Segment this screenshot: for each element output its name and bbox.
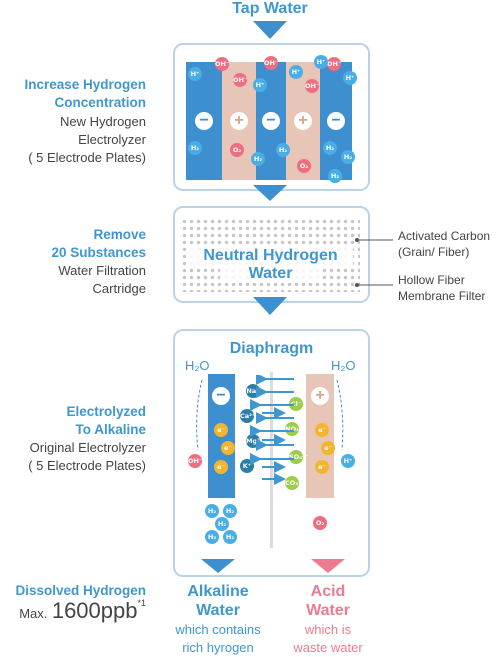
hydrogen-molecule-icon: H₂ (223, 530, 237, 544)
ion-flow-arrows-icon (250, 375, 294, 485)
tap-water-label: Tap Water (232, 0, 308, 17)
h2o-left-label: H₂O (185, 358, 210, 373)
dissolved-hydrogen-title: Dissolved Hydrogen (15, 583, 146, 598)
oxygen-molecule-icon: O₂ (230, 143, 244, 157)
flow-arrow-down-icon (253, 297, 287, 315)
alkaline-outflow-arrow-icon (201, 559, 235, 573)
max-note: *1 (137, 598, 146, 608)
minus-icon: − (262, 112, 280, 130)
hydrogen-ion-icon: H⁺ (289, 65, 303, 79)
alkaline-desc-line2: rich hyrogen (182, 640, 254, 655)
dissolved-hydrogen-value: Max. 1600ppb*1 (0, 598, 146, 624)
step1-desc-line1: New Hydrogen (60, 114, 146, 129)
alkaline-desc-line1: which contains (175, 622, 261, 637)
hydroxide-ion-icon: OH⁻ (233, 73, 247, 87)
plus-icon: + (230, 112, 248, 130)
oxygen-molecule-icon: O₂ (313, 516, 327, 530)
step3-desc-line2: ( 5 Electrode Plates) (28, 458, 146, 473)
hydrogen-molecule-icon: H₂ (205, 530, 219, 544)
hydroxide-ion-icon: OH⁻ (215, 57, 229, 71)
electron-icon: e⁻ (321, 441, 335, 455)
step2-title-line2: 20 Substances (51, 245, 146, 260)
hydrogen-ion-icon: H⁺ (341, 454, 355, 468)
hydrogen-ion-icon: H⁺ (253, 78, 267, 92)
step3-title-line1: Electrolyzed (66, 404, 146, 419)
hydroxide-ion-icon: OH⁻ (305, 79, 319, 93)
step3-desc-line1: Original Electrolyzer (29, 440, 146, 455)
step1-desc-line3: ( 5 Electrode Plates) (28, 150, 146, 165)
step2-desc-line1: Water Filtration (58, 263, 146, 278)
calcium-ion-icon: Ca²⁺ (240, 409, 255, 423)
hydrogen-molecule-icon: H₂ (215, 517, 229, 531)
oxygen-molecule-icon: O₂ (297, 159, 311, 173)
alkaline-title-line2: Water (196, 602, 240, 619)
hydrogen-molecule-icon: H₂ (276, 143, 290, 157)
step2-desc-line2: Cartridge (92, 281, 146, 296)
hydroxide-ion-icon: OH⁻ (327, 57, 341, 71)
carbonate-ion-icon: CO₃²⁻ (285, 476, 304, 490)
step1-desc-line2: Electrolyzer (78, 132, 146, 147)
electron-icon: e⁻ (315, 423, 329, 437)
electron-icon: e⁻ (214, 460, 228, 474)
hydrogen-molecule-icon: H₂ (251, 152, 265, 166)
acid-title-line2: Water (306, 602, 350, 619)
hydrogen-ion-icon: H⁺ (343, 71, 357, 85)
alkaline-title-line1: Alkaline (187, 583, 249, 600)
hollow-fiber-line2: Membrane Filter (398, 289, 486, 303)
flow-arrow-down-icon (253, 21, 287, 39)
step2-title-line1: Remove (93, 227, 146, 242)
h2o-right-label: H₂O (331, 358, 356, 373)
hydrogen-molecule-icon: H₂ (323, 141, 337, 155)
electron-icon: e⁻ (221, 441, 235, 455)
step1-title-line2: Concentration (54, 95, 146, 110)
sulfate-ion-icon: SO₄²⁻ (289, 450, 308, 464)
hydroxide-ion-icon: OH⁻ (188, 454, 202, 468)
hydrogen-molecule-icon: H₂ (328, 169, 342, 183)
electron-icon: e⁻ (214, 423, 228, 437)
flow-arrow-down-icon (253, 185, 287, 201)
acid-title-line1: Acid (310, 583, 346, 600)
acid-outflow-arrow-icon (311, 559, 345, 573)
hydrogen-molecule-icon: H₂ (223, 504, 237, 518)
nitrate-ion-icon: NO₃⁻ (285, 422, 302, 436)
hydrogen-molecule-icon: H₂ (341, 150, 355, 164)
acid-desc-line2: waste water (293, 640, 363, 655)
diaphragm-label: Diaphragm (229, 340, 314, 357)
hydrogen-ion-icon: H⁺ (314, 55, 328, 69)
electron-icon: e⁻ (315, 460, 329, 474)
dashed-reaction-arrows-icon (196, 379, 344, 451)
hollow-fiber-line1: Hollow Fiber (398, 273, 465, 287)
neutral-water-line2: Water (220, 265, 321, 283)
annotation-pointer-lines (355, 238, 393, 287)
step1-title-line1: Increase Hydrogen (24, 77, 146, 92)
hydroxide-ion-icon: OH⁻ (264, 56, 278, 70)
max-prefix: Max. (19, 606, 48, 621)
chloride-ion-icon: Cl⁻ (289, 397, 303, 411)
minus-icon: − (212, 387, 230, 405)
neutral-water-line1: Neutral Hydrogen (188, 247, 353, 265)
hydrogen-molecule-icon: H₂ (188, 141, 202, 155)
minus-icon: − (327, 112, 345, 130)
activated-carbon-line1: Activated Carbon (398, 229, 491, 243)
plus-icon: + (311, 387, 329, 405)
step3-title-line2: To Alkaline (75, 422, 146, 437)
activated-carbon-line2: (Grain/ Fiber) (398, 245, 470, 259)
hydrogen-molecule-icon: H₂ (205, 504, 219, 518)
hydrogen-ion-icon: H⁺ (188, 67, 202, 81)
plus-icon: + (294, 112, 312, 130)
minus-icon: − (195, 112, 213, 130)
max-value: 1600ppb (51, 598, 138, 623)
acid-desc-line1: which is (304, 622, 352, 637)
